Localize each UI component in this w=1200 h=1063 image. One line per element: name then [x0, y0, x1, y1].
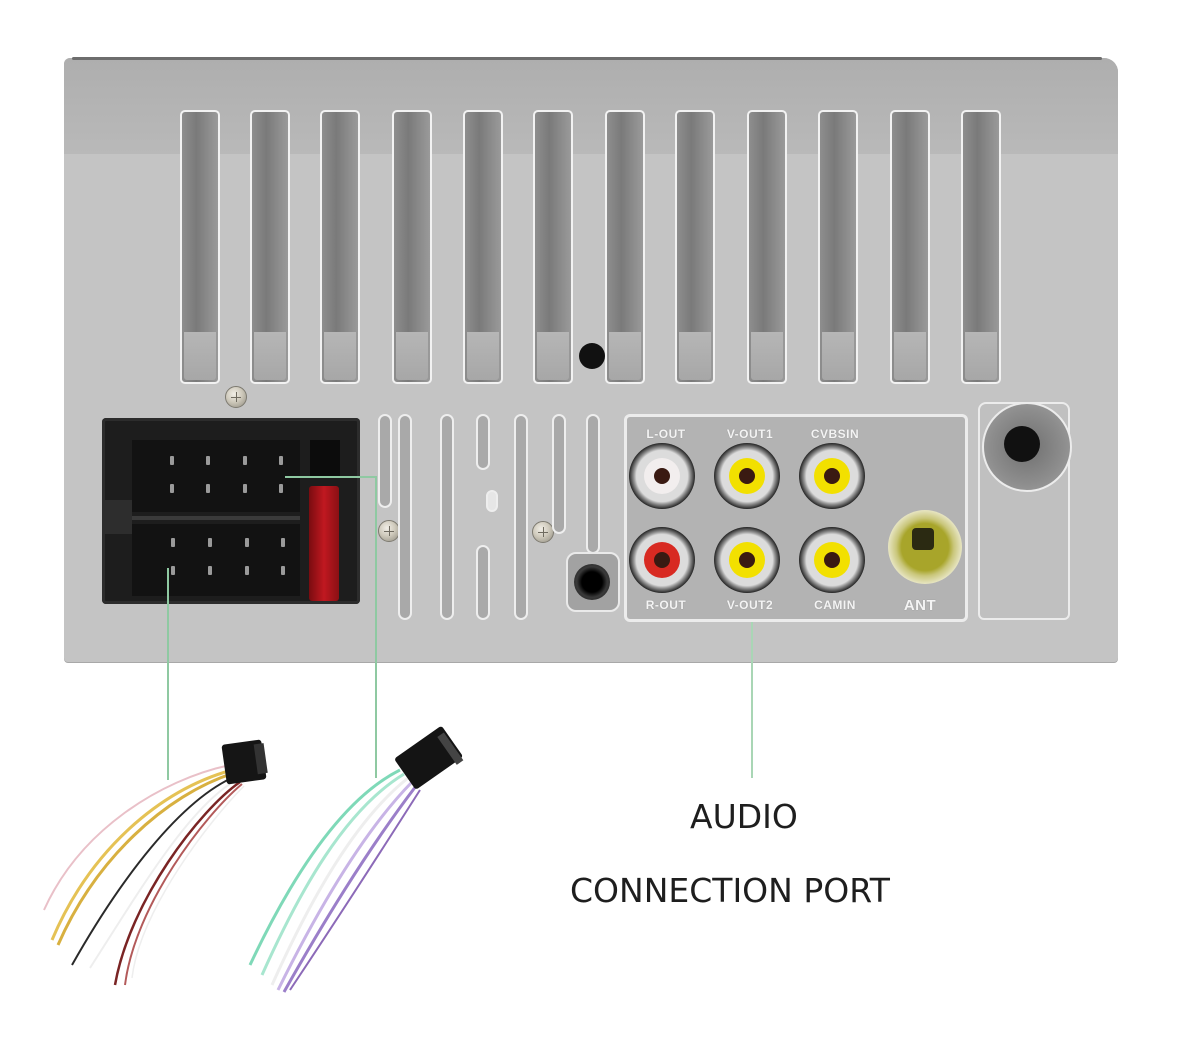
heatsink-fin [890, 110, 930, 384]
heatsink-fin [180, 110, 220, 384]
mounting-hole [579, 343, 605, 369]
vent-slot [476, 414, 490, 470]
power-harness [43, 739, 268, 986]
caption-line-1: AUDIO [690, 797, 798, 836]
rca-jack-v-out2 [714, 527, 780, 593]
leader-line-audio-port [751, 622, 753, 778]
iso-connector-divider [132, 516, 300, 520]
rca-jack-cvbs-in [799, 443, 865, 509]
vent-slot [514, 414, 528, 620]
caption-line-2: CONNECTION PORT [570, 871, 890, 910]
heatsink-fin [605, 110, 645, 384]
heatsink-fin [250, 110, 290, 384]
port-label-v-out1: V-OUT1 [726, 427, 774, 441]
screw-icon [378, 520, 400, 542]
screw-icon [532, 521, 554, 543]
iso-connector-upper-block [132, 440, 300, 512]
rca-jack-v-out1 [714, 443, 780, 509]
screw-icon [225, 386, 247, 408]
port-label-r-out: R-OUT [645, 598, 687, 612]
iso-connector-latch [102, 500, 132, 534]
port-label-ant: ANT [903, 597, 937, 614]
gps-port-hole [1004, 426, 1040, 462]
vent-slot [476, 545, 490, 620]
iso-connector-slot [310, 440, 340, 476]
heatsink-fin [463, 110, 503, 384]
heatsink-fin [533, 110, 573, 384]
rca-jack-l-out [629, 443, 695, 509]
antenna-port-core [912, 528, 934, 550]
fuse-icon [309, 486, 339, 601]
aux-jack [574, 564, 610, 600]
led-window [486, 490, 498, 512]
rca-jack-r-out [629, 527, 695, 593]
heatsink-fin [320, 110, 360, 384]
vent-slot [586, 414, 600, 554]
vent-slot [552, 414, 566, 534]
heatsink-fin [818, 110, 858, 384]
heatsink-fin [961, 110, 1001, 384]
leader-line-power-harness [167, 568, 169, 780]
heatsink-fin [392, 110, 432, 384]
heatsink-fin [675, 110, 715, 384]
leader-line-speaker-horizontal [285, 476, 377, 478]
iso-connector-lower-block [132, 524, 300, 596]
port-label-cam-in: CAMIN [814, 598, 856, 612]
chassis-top-edge [72, 57, 1102, 60]
rca-jack-cam-in [799, 527, 865, 593]
chassis-top-band [64, 58, 1118, 154]
vent-slot [440, 414, 454, 620]
port-label-l-out: L-OUT [646, 427, 686, 441]
vent-slot [398, 414, 412, 620]
vent-slot [378, 414, 392, 508]
speaker-harness [248, 726, 464, 993]
leader-line-speaker-harness [375, 476, 377, 778]
wiring-harnesses [43, 726, 464, 993]
port-label-v-out2: V-OUT2 [726, 598, 774, 612]
heatsink-fin [747, 110, 787, 384]
port-label-cvbs-in: CVBSIN [810, 427, 860, 441]
